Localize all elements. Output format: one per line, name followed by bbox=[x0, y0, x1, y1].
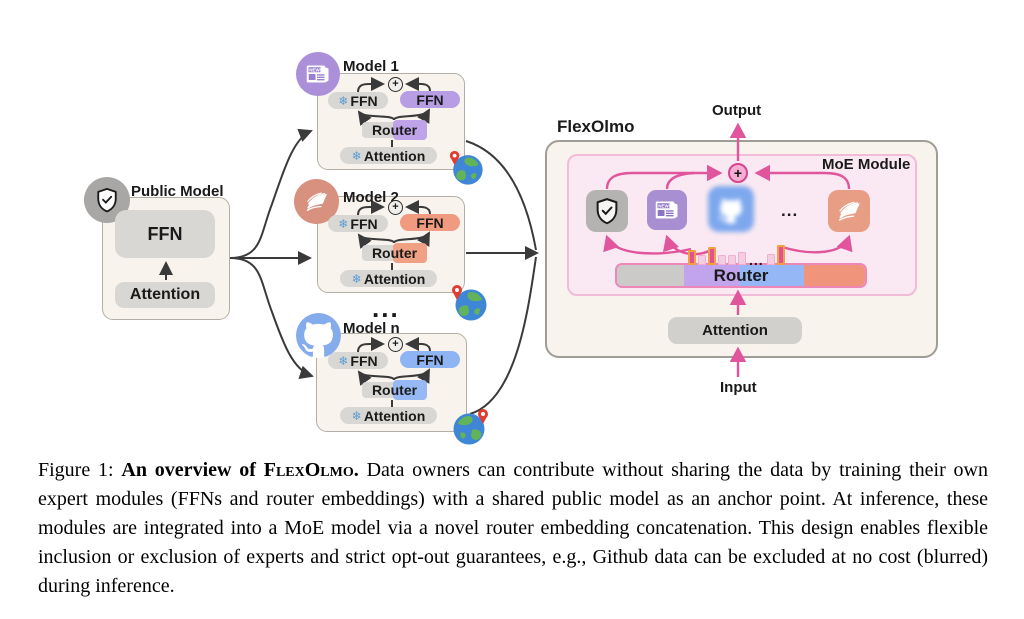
shield-expert-icon bbox=[586, 190, 628, 232]
snowflake-icon: ❄ bbox=[338, 216, 349, 231]
sum-icon: + bbox=[728, 163, 748, 183]
model-1-attention: ❄Attention bbox=[340, 147, 437, 164]
sum-icon: + bbox=[388, 200, 403, 215]
svg-text:NEWS: NEWS bbox=[658, 203, 672, 208]
router-weight-bars: ... bbox=[688, 243, 785, 268]
svg-text:NEWS: NEWS bbox=[309, 67, 323, 72]
globe-icon bbox=[449, 283, 489, 323]
bars-ellipsis: ... bbox=[749, 252, 764, 268]
caption-bold-intro: An overview of bbox=[121, 459, 264, 481]
router-weight-bar bbox=[728, 255, 736, 265]
public-model-title: Public Model bbox=[131, 183, 224, 200]
caption-flexolmo-name: FlexOlmo. bbox=[263, 459, 359, 481]
globe-icon bbox=[447, 149, 485, 187]
snowflake-icon: ❄ bbox=[351, 271, 362, 286]
model-n-router: Router bbox=[362, 380, 427, 400]
moe-router-label: Router bbox=[713, 265, 769, 285]
output-label: Output bbox=[712, 102, 762, 119]
caption-body: Data owners can contribute without shari… bbox=[38, 459, 989, 597]
model-n-frozen-ffn: ❄FFN bbox=[328, 352, 388, 369]
snowflake-icon: ❄ bbox=[351, 408, 362, 423]
moe-attention-block: Attention bbox=[668, 317, 802, 344]
public-ffn-block: FFN bbox=[115, 210, 215, 258]
model-1-router: Router bbox=[362, 120, 427, 140]
model-2-frozen-ffn: ❄FFN bbox=[328, 215, 388, 232]
router-weight-bar bbox=[738, 252, 746, 265]
models-ellipsis: ... bbox=[372, 293, 400, 323]
news-icon: NEWS bbox=[296, 52, 340, 96]
model-n-title: Model n bbox=[343, 320, 400, 337]
model-1-frozen-ffn: ❄FFN bbox=[328, 92, 388, 109]
model-1-title: Model 1 bbox=[343, 58, 399, 75]
input-label: Input bbox=[720, 379, 757, 396]
experts-ellipsis: ... bbox=[781, 201, 799, 220]
model-2-expert-ffn: FFN bbox=[400, 214, 460, 231]
github-expert-icon-blurred bbox=[708, 186, 754, 232]
model-n-attention: ❄Attention bbox=[340, 407, 437, 424]
moe-module-title: MoE Module bbox=[822, 156, 911, 173]
model-n-expert-ffn: FFN bbox=[400, 351, 460, 368]
model-1-expert-ffn: FFN bbox=[400, 91, 460, 108]
model-2-router: Router bbox=[362, 243, 427, 263]
globe-icon bbox=[451, 407, 491, 447]
snowflake-icon: ❄ bbox=[351, 148, 362, 163]
router-weight-bar bbox=[766, 254, 775, 265]
router-segment-public bbox=[617, 265, 684, 286]
sum-icon: + bbox=[388, 77, 403, 92]
sum-icon: + bbox=[388, 337, 403, 352]
router-segment-book bbox=[803, 265, 865, 286]
router-weight-bar bbox=[698, 255, 706, 265]
snowflake-icon: ❄ bbox=[338, 353, 349, 368]
router-weight-bar bbox=[718, 255, 726, 265]
news-expert-icon: NEWS bbox=[647, 190, 687, 230]
router-segment-news bbox=[683, 265, 741, 286]
flexolmo-title: FlexOlmo bbox=[557, 117, 635, 136]
public-attention-block: Attention bbox=[115, 282, 215, 308]
snowflake-icon: ❄ bbox=[338, 93, 349, 108]
caption-figure-label: Figure 1: bbox=[38, 459, 122, 481]
model-2-attention: ❄Attention bbox=[340, 270, 437, 287]
router-weight-bar-selected bbox=[776, 245, 785, 265]
figure-caption: Figure 1: An overview of FlexOlmo. Data … bbox=[38, 456, 988, 601]
router-segment-github bbox=[740, 265, 804, 286]
book-expert-icon bbox=[828, 190, 870, 232]
